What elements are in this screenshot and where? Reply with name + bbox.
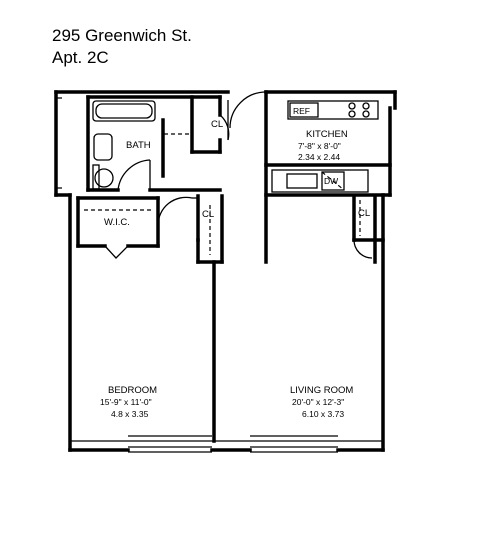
kitchen-dims-metric: 2.34 x 2.44: [298, 152, 340, 162]
kitchen-name: KITCHEN: [306, 129, 348, 140]
door-swings: [84, 91, 373, 259]
bath-label: BATH: [126, 140, 151, 151]
kitchen-dims-imperial: 7'-8" x 8'-0": [298, 141, 341, 151]
dishwasher: [321, 171, 345, 191]
closet-label: CL: [358, 208, 370, 219]
windows: [56, 97, 383, 453]
closet-label: CL: [202, 209, 214, 220]
toilet: [94, 168, 114, 188]
kitchen-fixtures: [271, 100, 379, 193]
wic-label: W.I.C.: [104, 217, 130, 228]
interior-walls: [76, 90, 392, 443]
closet-label: CL: [211, 119, 223, 130]
living-room-name: LIVING ROOM: [290, 385, 353, 396]
bedroom-dims-metric: 4.8 x 3.35: [111, 409, 149, 419]
bedroom-name: BEDROOM: [108, 385, 157, 396]
living-room-dims-metric: 6.10 x 3.73: [302, 409, 344, 419]
living-room-dims-imperial: 20'-0" x 12'-3": [292, 397, 344, 407]
address-line: 295 Greenwich St.: [52, 26, 192, 45]
bathtub: [92, 100, 156, 122]
dishwasher-label: DW: [324, 176, 338, 186]
refrigerator-label: REF: [293, 106, 310, 116]
sink: [93, 133, 113, 161]
bedroom-dims-imperial: 15'-9" x 11'-0": [100, 397, 152, 407]
refrigerator: [289, 102, 319, 118]
apartment-number: Apt. 2C: [52, 48, 109, 67]
bath-fixtures: [92, 100, 156, 190]
sink: [286, 173, 318, 189]
exterior-walls: [54, 90, 397, 452]
